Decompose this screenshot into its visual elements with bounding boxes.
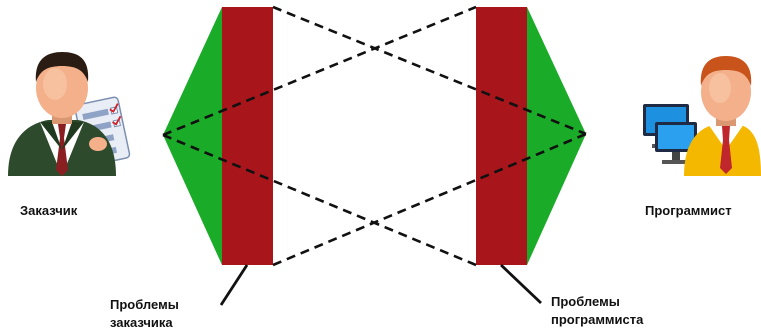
programmer-problems-label-line2: программиста [551, 312, 644, 327]
customer-problems-label-line1: Проблемы [110, 297, 179, 312]
customer-problems-leader [221, 265, 247, 305]
customer-label: Заказчик [20, 203, 78, 218]
programmer-problems-label-line1: Проблемы [551, 294, 620, 309]
programmer-with-monitors-icon [643, 56, 761, 176]
programmer-problem-band [476, 7, 527, 265]
customer-problem-band [222, 7, 273, 265]
programmer-label: Программист [645, 203, 732, 218]
customer-wedge [163, 7, 222, 265]
customer-businessman-icon [8, 52, 130, 176]
programmer-wedge [527, 7, 586, 265]
programmer-problems-leader [501, 265, 541, 303]
customer-problems-label-line2: заказчика [110, 315, 173, 330]
